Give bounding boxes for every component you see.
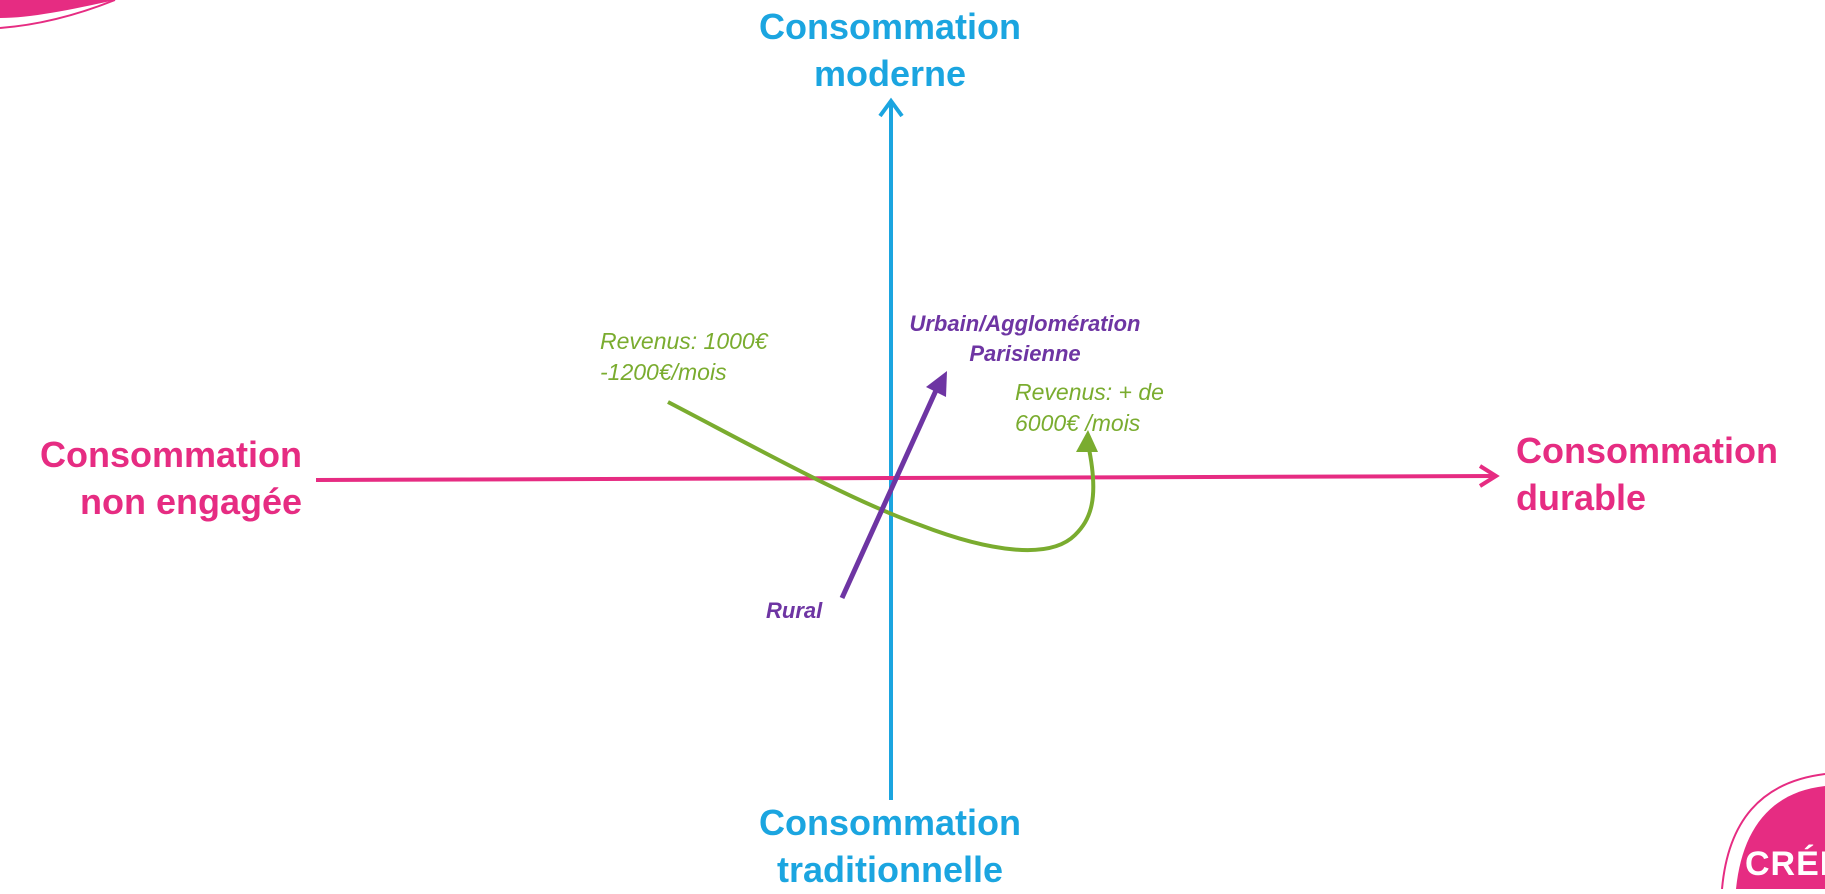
annotation-income-low-line1: Revenus: 1000€ [600,328,768,354]
annotation-rural: Rural [766,598,823,623]
axis-label-left: Consommation non engagée [0,432,302,526]
annotation-urban-line2: Parisienne [969,340,1081,366]
vertical-axis [878,97,904,800]
top-left-decoration [0,0,116,29]
urban-rural-arrow [839,371,947,600]
axis-label-right-line2: durable [1516,476,1647,518]
axis-label-bottom-line2: traditionnelle [776,848,1004,890]
logo-badge [1721,773,1825,889]
annotation-income-high-line1: Revenus: + de [1015,379,1164,405]
axis-label-top-line1: Consommation [758,6,1021,47]
horizontal-axis [315,464,1500,488]
income-curve [667,400,1098,553]
annotation-urban: Urbain/Agglomération Parisienne [895,309,1155,368]
axis-label-top: Consommation moderne [700,4,1080,98]
axis-label-top-line2: moderne [813,52,967,94]
axis-label-bottom: Consommation traditionnelle [700,800,1080,894]
axis-label-left-line2: non engagée [79,480,302,522]
axis-label-right: Consommation durable [1516,428,1816,522]
annotation-income-high: Revenus: + de 6000€ /mois [1015,377,1164,439]
annotation-income-low: Revenus: 1000€ -1200€/mois [600,326,768,388]
annotation-income-high-line2: 6000€ /mois [1015,410,1141,437]
axis-label-right-line1: Consommation [1516,430,1779,471]
axis-label-left-line1: Consommation [39,434,302,475]
logo-text: CRÉD [1745,845,1825,883]
annotation-income-low-line2: -1200€/mois [600,359,727,386]
axis-label-bottom-line1: Consommation [758,802,1021,843]
annotation-urban-line1: Urbain/Agglomération [909,311,1141,336]
